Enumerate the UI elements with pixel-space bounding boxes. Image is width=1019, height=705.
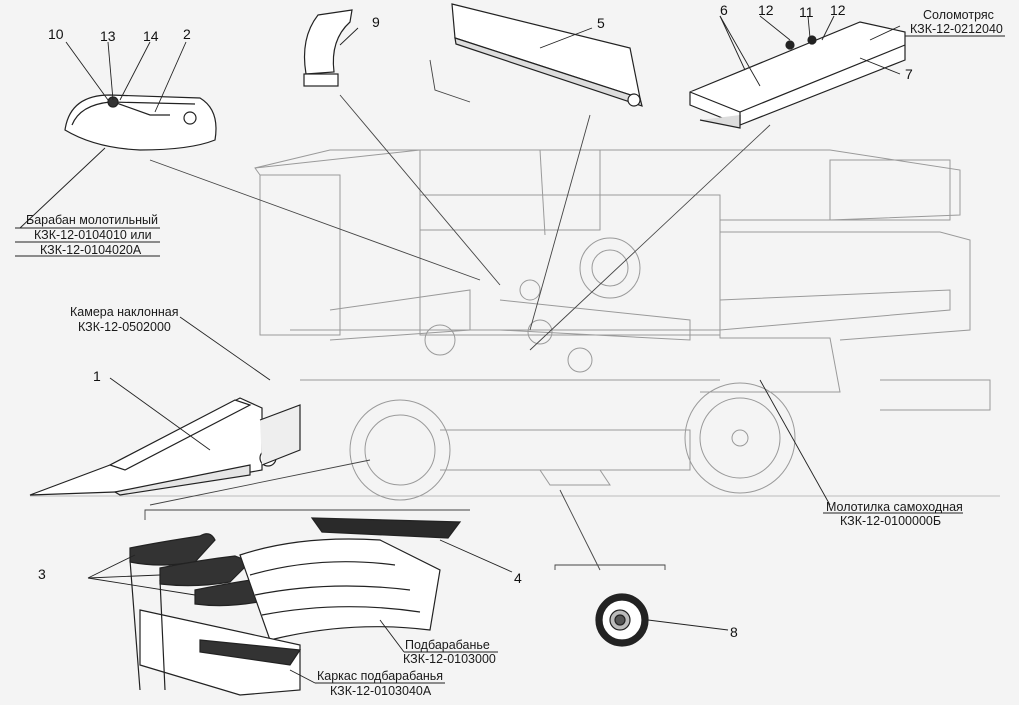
sprocket-part bbox=[595, 593, 649, 647]
callout-11: 11 bbox=[799, 4, 814, 20]
drum-code-2: КЗК-12-0104020А bbox=[40, 243, 142, 257]
callout-1: 1 bbox=[93, 368, 101, 384]
header-part bbox=[29, 397, 301, 496]
thresher-code: КЗК-12-0100000Б bbox=[840, 514, 942, 528]
sieve-panel-part bbox=[451, 3, 643, 107]
concave-frame-title: Каркас подбарабанья bbox=[317, 669, 444, 683]
callout-14: 14 bbox=[143, 28, 159, 44]
concave-title: Подбарабанье bbox=[405, 638, 490, 652]
callout-5: 5 bbox=[597, 15, 605, 31]
callout-2: 2 bbox=[183, 26, 191, 42]
callout-13: 13 bbox=[100, 28, 116, 44]
drum-title: Барабан молотильный bbox=[26, 213, 159, 227]
callout-12-left: 12 bbox=[758, 2, 774, 18]
chamber-code: КЗК-12-0502000 bbox=[78, 320, 171, 334]
callout-8: 8 bbox=[730, 624, 738, 640]
callout-10: 10 bbox=[48, 26, 64, 42]
leader-lines bbox=[15, 15, 1005, 684]
chamber-title: Камера наклонная bbox=[70, 305, 179, 319]
callout-7: 7 bbox=[905, 66, 913, 82]
concave-part bbox=[129, 517, 462, 696]
callout-9: 9 bbox=[372, 14, 380, 30]
straw-walker-part bbox=[689, 21, 906, 129]
concave-code: КЗК-12-0103000 bbox=[403, 652, 496, 666]
straw-walker-code: КЗК-12-0212040 bbox=[910, 22, 1003, 36]
concave-frame-code: КЗК-12-0103040А bbox=[330, 684, 432, 698]
callout-12-right: 12 bbox=[830, 2, 846, 18]
callout-6: 6 bbox=[720, 2, 728, 18]
straw-walker-title: Соломотряс bbox=[923, 8, 994, 22]
combine-silhouette bbox=[254, 149, 991, 501]
thresher-title: Молотилка самоходная bbox=[826, 500, 963, 514]
drum-code-1: КЗК-12-0104010 или bbox=[34, 228, 152, 242]
chute-part bbox=[303, 9, 353, 87]
callout-4: 4 bbox=[514, 570, 522, 586]
callout-3: 3 bbox=[38, 566, 46, 582]
threshing-drum-part bbox=[64, 94, 217, 151]
